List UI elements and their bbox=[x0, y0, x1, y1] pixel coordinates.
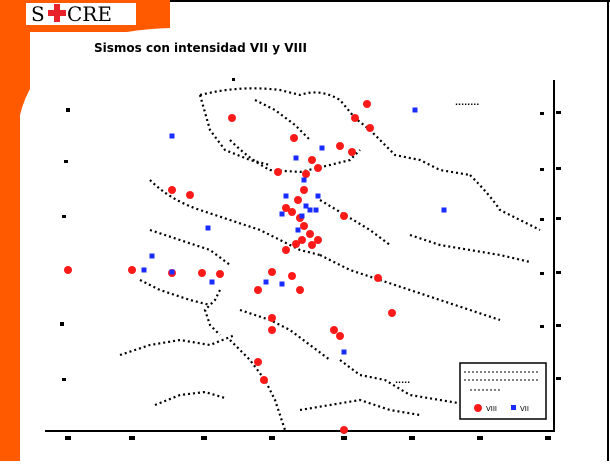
logo-suffix: CRE bbox=[67, 2, 112, 26]
marker-vii bbox=[283, 193, 289, 199]
marker-vii bbox=[299, 213, 305, 219]
marker-vii bbox=[169, 269, 175, 275]
x-tick bbox=[409, 436, 415, 440]
marker-viii bbox=[168, 186, 176, 194]
marker-viii bbox=[300, 186, 308, 194]
x-tick bbox=[269, 436, 275, 440]
marker-viii bbox=[314, 236, 322, 244]
marker-viii bbox=[308, 156, 316, 164]
red-cross-icon-vertical bbox=[54, 4, 60, 22]
x-tick bbox=[129, 436, 135, 440]
legend-vii-marker bbox=[511, 405, 516, 410]
marker-viii bbox=[268, 314, 276, 322]
marker-vii bbox=[263, 279, 269, 285]
marker-viii bbox=[374, 274, 382, 282]
orange-left-stripe bbox=[0, 0, 20, 461]
marker-viii bbox=[336, 142, 344, 150]
marker-viii bbox=[288, 208, 296, 216]
marker-viii bbox=[254, 358, 262, 366]
y-tick bbox=[556, 377, 561, 380]
marker-viii bbox=[348, 148, 356, 156]
marker-vii bbox=[319, 145, 325, 151]
x-tick bbox=[477, 436, 483, 440]
marker-viii bbox=[292, 240, 300, 248]
marker-viii bbox=[388, 309, 396, 317]
marker-viii bbox=[363, 100, 371, 108]
y-tick bbox=[556, 217, 561, 220]
x-axis-ticks bbox=[65, 436, 551, 440]
marker-viii bbox=[260, 376, 268, 384]
marker-viii bbox=[282, 204, 290, 212]
marker-vii bbox=[441, 207, 447, 213]
marker-viii bbox=[306, 230, 314, 238]
marker-viii bbox=[351, 114, 359, 122]
x-tick bbox=[545, 436, 551, 440]
marker-viii bbox=[330, 326, 338, 334]
marker-viii bbox=[296, 286, 304, 294]
marker-vii bbox=[315, 193, 321, 199]
marker-vii bbox=[341, 349, 347, 355]
marker-vii bbox=[303, 203, 309, 209]
marker-vii bbox=[279, 281, 285, 287]
marker-viii bbox=[216, 270, 224, 278]
marker-vii bbox=[295, 227, 301, 233]
marker-viii bbox=[64, 266, 72, 274]
marker-viii bbox=[300, 222, 308, 230]
marker-vii bbox=[307, 207, 313, 213]
marker-vii bbox=[169, 133, 175, 139]
marker-viii bbox=[290, 134, 298, 142]
marker-vii bbox=[209, 279, 215, 285]
marker-viii bbox=[228, 114, 236, 122]
marker-vii bbox=[141, 267, 147, 273]
marker-viii bbox=[128, 266, 136, 274]
map-inset-note: ..... bbox=[395, 376, 410, 385]
scre-logo: S CRE bbox=[26, 2, 136, 26]
x-tick bbox=[201, 436, 207, 440]
y-tick bbox=[556, 271, 561, 274]
legend-viii-label: VIII bbox=[486, 405, 497, 413]
legend-vii-label: VII bbox=[520, 405, 529, 413]
marker-vii bbox=[205, 225, 211, 231]
markers-intensity-vii bbox=[141, 107, 447, 355]
marker-viii bbox=[268, 268, 276, 276]
marker-vii bbox=[293, 155, 299, 161]
marker-viii bbox=[288, 272, 296, 280]
markers-intensity-viii bbox=[64, 100, 396, 434]
marker-viii bbox=[336, 332, 344, 340]
marker-viii bbox=[282, 246, 290, 254]
marker-viii bbox=[274, 168, 282, 176]
legend-viii-marker bbox=[474, 404, 482, 412]
marker-viii bbox=[198, 269, 206, 277]
marker-vii bbox=[301, 177, 307, 183]
marker-vii bbox=[412, 107, 418, 113]
marker-vii bbox=[279, 211, 285, 217]
marker-viii bbox=[268, 326, 276, 334]
marker-vii bbox=[313, 207, 319, 213]
map-dots bbox=[60, 78, 544, 381]
marker-viii bbox=[186, 191, 194, 199]
y-axis-ticks bbox=[556, 111, 561, 380]
x-tick bbox=[341, 436, 347, 440]
map-top-right-note: ........ bbox=[455, 98, 479, 107]
marker-viii bbox=[302, 170, 310, 178]
legend: VIII VII bbox=[459, 362, 547, 420]
marker-viii bbox=[366, 124, 374, 132]
marker-viii bbox=[340, 212, 348, 220]
x-tick bbox=[65, 436, 71, 440]
y-tick bbox=[556, 324, 561, 327]
y-tick bbox=[556, 111, 561, 114]
marker-viii bbox=[340, 426, 348, 434]
marker-viii bbox=[294, 196, 302, 204]
marker-viii bbox=[314, 164, 322, 172]
y-tick bbox=[556, 167, 561, 170]
slide-title: Sismos con intensidad VII y VIII bbox=[94, 41, 307, 55]
marker-viii bbox=[298, 236, 306, 244]
marker-viii bbox=[254, 286, 262, 294]
marker-vii bbox=[149, 253, 155, 259]
logo-prefix: S bbox=[31, 2, 45, 26]
map-axes bbox=[45, 80, 561, 440]
marker-viii bbox=[308, 241, 316, 249]
